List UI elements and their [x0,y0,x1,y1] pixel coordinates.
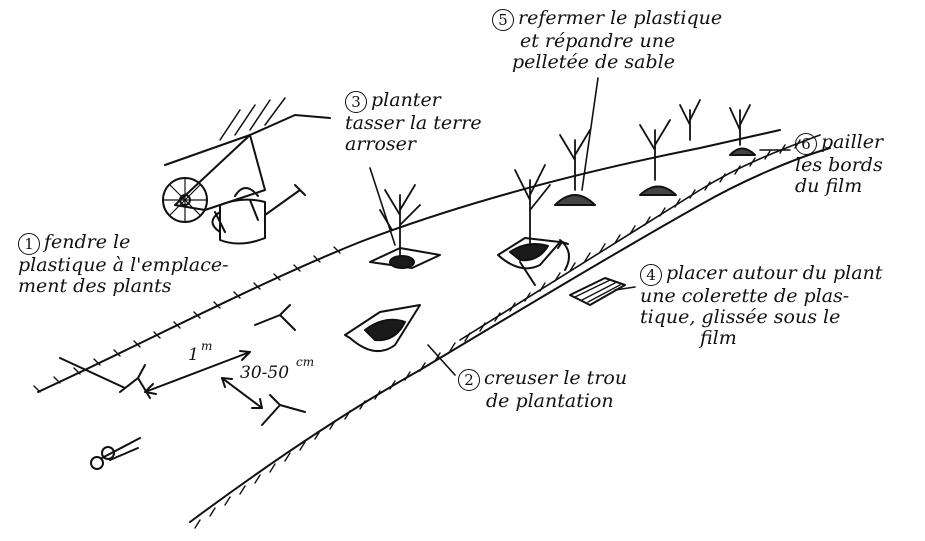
dug-hole [345,305,420,351]
wheelbarrow-icon [163,98,330,232]
step-3-line-1: planter [371,89,441,111]
row-spacing-value: 1 [188,345,199,365]
plant-spacing-unit: cm [296,355,314,369]
step-5-line-3: pelletée de sable [492,52,722,73]
step-1-number: 1 [18,233,40,255]
step-4-line-2: une colerette de plas- [640,286,882,307]
step-1-line-1: fendre le [44,231,130,253]
step-3-line-2: tasser la terre [345,113,482,134]
plastic-collar-icon [570,278,625,305]
step-4-line-4: film [640,328,882,349]
step-2-number: 2 [458,369,480,391]
step-5-number: 5 [492,9,514,31]
step-3-number: 3 [345,91,367,113]
step-5-line-1: refermer le plastique [518,7,722,29]
step-6-line-3: du film [795,176,883,197]
step-1-line-2: plastique à l'emplace- [18,255,229,276]
scissors-icon [91,438,140,469]
row-spacing-unit: m [201,339,212,353]
step-2-line-2: de plantation [458,391,627,412]
step-4-number: 4 [640,264,662,286]
step-1-line-3: ment des plants [18,276,229,297]
step-6-line-1: pailler [821,131,883,153]
step-5-line-2: et répandre une [492,31,722,52]
step-4-line-3: tique, glissée sous le [640,307,882,328]
step-6-number: 6 [795,133,817,155]
step-4-line-1: placer autour du plant [666,262,882,284]
plant-spacing-value: 30-50 [240,363,289,383]
planted-flaps [370,248,440,268]
step-3-line-3: arroser [345,134,482,155]
step-6-line-2: les bords [795,155,883,176]
step-2-line-1: creuser le trou [484,367,627,389]
